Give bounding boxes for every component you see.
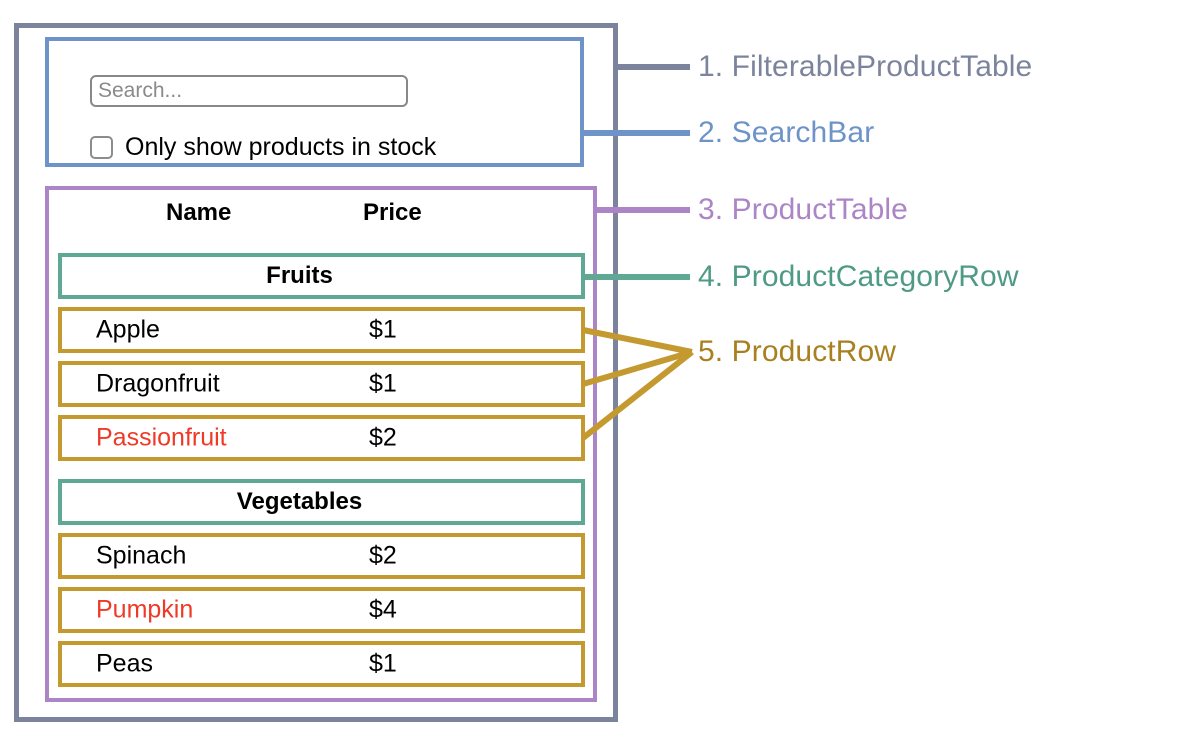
- product-price: $1: [369, 315, 397, 344]
- product-price: $1: [369, 369, 397, 398]
- product-name: Spinach: [96, 541, 187, 570]
- product-row[interactable]: Apple $1: [58, 307, 585, 353]
- product-table-header: Name Price: [58, 199, 585, 237]
- annotation-label-5: 5. ProductRow: [698, 335, 897, 368]
- product-name: Apple: [96, 315, 160, 344]
- product-row[interactable]: Passionfruit $2: [58, 415, 585, 461]
- search-input[interactable]: [90, 75, 408, 107]
- product-category-row: Vegetables: [58, 479, 585, 525]
- column-header-price: Price: [363, 199, 422, 226]
- in-stock-checkbox[interactable]: [90, 135, 113, 159]
- product-row[interactable]: Spinach $2: [58, 533, 585, 579]
- category-label: Vegetables: [236, 488, 363, 515]
- column-header-name: Name: [166, 199, 232, 226]
- product-name: Peas: [96, 649, 153, 678]
- annotation-label-4: 4. ProductCategoryRow: [698, 260, 1019, 293]
- category-label: Fruits: [266, 262, 333, 289]
- product-price: $2: [369, 541, 397, 570]
- product-category-row: Fruits: [58, 253, 585, 299]
- product-price: $4: [369, 595, 397, 624]
- in-stock-filter-row[interactable]: Only show products in stock: [90, 130, 436, 164]
- product-price: $1: [369, 649, 397, 678]
- annotation-label-3: 3. ProductTable: [698, 193, 908, 226]
- product-name: Dragonfruit: [96, 369, 220, 398]
- annotation-label-1: 1. FilterableProductTable: [698, 50, 1033, 83]
- product-name-out-of-stock: Pumpkin: [96, 595, 194, 624]
- product-row[interactable]: Dragonfruit $1: [58, 361, 585, 407]
- product-price: $2: [369, 423, 397, 452]
- in-stock-checkbox-label: Only show products in stock: [125, 132, 437, 161]
- product-row[interactable]: Peas $1: [58, 641, 585, 687]
- annotation-label-2: 2. SearchBar: [698, 116, 875, 149]
- product-name-out-of-stock: Passionfruit: [96, 423, 227, 452]
- product-row[interactable]: Pumpkin $4: [58, 587, 585, 633]
